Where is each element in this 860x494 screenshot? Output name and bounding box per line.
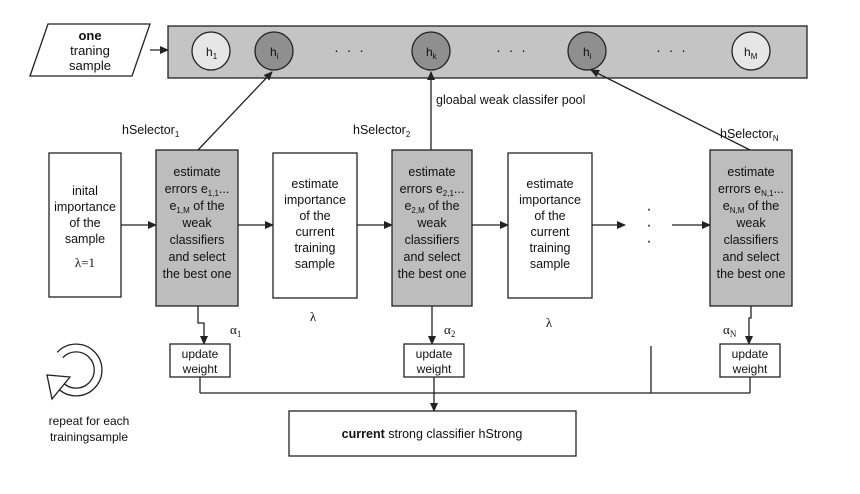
svg-text:update: update xyxy=(416,347,453,361)
pool-ellipsis-2: · · · xyxy=(496,42,528,58)
input-bold-label: one xyxy=(78,28,101,43)
svg-text:the best one: the best one xyxy=(398,267,467,281)
input-line3: sample xyxy=(69,58,111,73)
estimate-errors-box-N: estimate errors eN,1... eN,M of the weak… xyxy=(709,149,793,307)
vertical-dot-2: · xyxy=(646,217,651,234)
estimate-importance-box-1: estimate importance of the current train… xyxy=(272,152,358,299)
svg-text:of the: of the xyxy=(69,216,100,230)
svg-text:importance: importance xyxy=(284,193,346,207)
arrow-eN-to-updateN xyxy=(745,306,753,345)
alpha-1: α1 xyxy=(230,322,241,339)
svg-text:classifiers: classifiers xyxy=(170,233,225,247)
svg-text:weak: weak xyxy=(416,216,447,230)
repeat-cycle-icon xyxy=(46,343,103,401)
vertical-dot-3: · xyxy=(646,233,651,250)
svg-text:sample: sample xyxy=(530,257,570,271)
lambda-2: λ xyxy=(546,315,553,330)
lambda-initial: λ=1 xyxy=(75,255,95,270)
svg-text:of the: of the xyxy=(299,209,330,223)
svg-text:hi: hi xyxy=(270,45,279,61)
svg-text:estimate: estimate xyxy=(173,165,220,179)
svg-text:of the: of the xyxy=(534,209,565,223)
vertical-dot-1: · xyxy=(646,201,651,218)
svg-text:weight: weight xyxy=(732,362,768,376)
svg-text:training: training xyxy=(530,241,571,255)
svg-text:h1: h1 xyxy=(206,45,218,61)
selectorN-label: hSelectorN xyxy=(720,127,779,143)
svg-text:and select: and select xyxy=(723,250,781,264)
hM-circle: hM xyxy=(731,31,771,71)
hi-circle-a: hi xyxy=(254,31,294,71)
repeat-label-line1: repeat for each xyxy=(49,414,130,428)
svg-text:e1,M of the: e1,M of the xyxy=(169,199,224,215)
svg-text:classifiers: classifiers xyxy=(724,233,779,247)
svg-text:e2,M of the: e2,M of the xyxy=(404,199,459,215)
repeat-label-line2: trainingsample xyxy=(50,430,128,444)
hi-circle-b: hi xyxy=(567,31,607,71)
svg-text:and select: and select xyxy=(169,250,227,264)
svg-text:weight: weight xyxy=(182,362,218,376)
svg-text:errors e1,1...: errors e1,1... xyxy=(165,182,230,198)
lambda-1: λ xyxy=(310,309,317,324)
selector1-label: hSelector1 xyxy=(122,123,180,139)
svg-text:importance: importance xyxy=(54,200,116,214)
svg-text:sample: sample xyxy=(65,232,105,246)
selector2-label: hSelector2 xyxy=(353,123,411,139)
pool-ellipsis-3: · · · xyxy=(656,42,688,58)
svg-text:current: current xyxy=(296,225,335,239)
svg-text:hi: hi xyxy=(583,45,592,61)
svg-text:errors eN,1...: errors eN,1... xyxy=(718,182,784,198)
input-line2: traning xyxy=(70,43,110,58)
svg-text:weak: weak xyxy=(735,216,766,230)
svg-text:current strong classifier hStr: current strong classifier hStrong xyxy=(342,427,523,441)
input-sample-node: one traning sample xyxy=(29,23,151,77)
svg-text:estimate: estimate xyxy=(291,177,338,191)
svg-text:weak: weak xyxy=(181,216,212,230)
pool-ellipsis-1: · · · xyxy=(334,42,366,58)
svg-text:hk: hk xyxy=(426,45,438,61)
svg-text:update: update xyxy=(732,347,769,361)
svg-text:inital: inital xyxy=(72,184,98,198)
h1-circle: h1 xyxy=(191,31,231,71)
svg-text:the best one: the best one xyxy=(717,267,786,281)
hk-circle: hk xyxy=(411,31,451,71)
update-weight-box-1: update weight xyxy=(169,343,231,378)
svg-text:sample: sample xyxy=(295,257,335,271)
svg-text:classifiers: classifiers xyxy=(405,233,460,247)
initial-importance-box: inital importance of the sample λ=1 xyxy=(48,152,122,298)
alpha-2: α2 xyxy=(444,322,455,339)
selectorN-to-hi-arrow xyxy=(590,69,751,151)
svg-text:and select: and select xyxy=(404,250,462,264)
svg-text:current: current xyxy=(531,225,570,239)
global-pool: h1 hi · · · hk · · · hi · · · hM xyxy=(167,25,808,79)
alpha-N: αN xyxy=(723,322,737,339)
svg-text:weight: weight xyxy=(416,362,452,376)
estimate-errors-box-2: estimate errors e2,1... e2,M of the weak… xyxy=(391,149,473,307)
arrow-e1-to-update1 xyxy=(197,306,208,345)
svg-text:training: training xyxy=(295,241,336,255)
estimate-errors-box-1: estimate errors e1,1... e1,M of the weak… xyxy=(155,149,239,307)
svg-text:estimate: estimate xyxy=(408,165,455,179)
svg-text:the best one: the best one xyxy=(163,267,232,281)
svg-text:update: update xyxy=(182,347,219,361)
selector1-to-hi-arrow xyxy=(197,71,273,151)
update-weight-box-2: update weight xyxy=(403,343,465,378)
svg-text:estimate: estimate xyxy=(526,177,573,191)
pool-label: gloabal weak classifer pool xyxy=(436,93,585,107)
estimate-importance-box-2: estimate importance of the current train… xyxy=(507,152,593,299)
update-weight-box-N: update weight xyxy=(719,343,781,378)
svg-text:errors e2,1...: errors e2,1... xyxy=(400,182,465,198)
svg-text:hM: hM xyxy=(744,45,758,61)
svg-text:eN,M of the: eN,M of the xyxy=(723,199,779,215)
svg-text:importance: importance xyxy=(519,193,581,207)
svg-text:estimate: estimate xyxy=(727,165,774,179)
strong-classifier-box: current strong classifier hStrong xyxy=(288,410,577,457)
